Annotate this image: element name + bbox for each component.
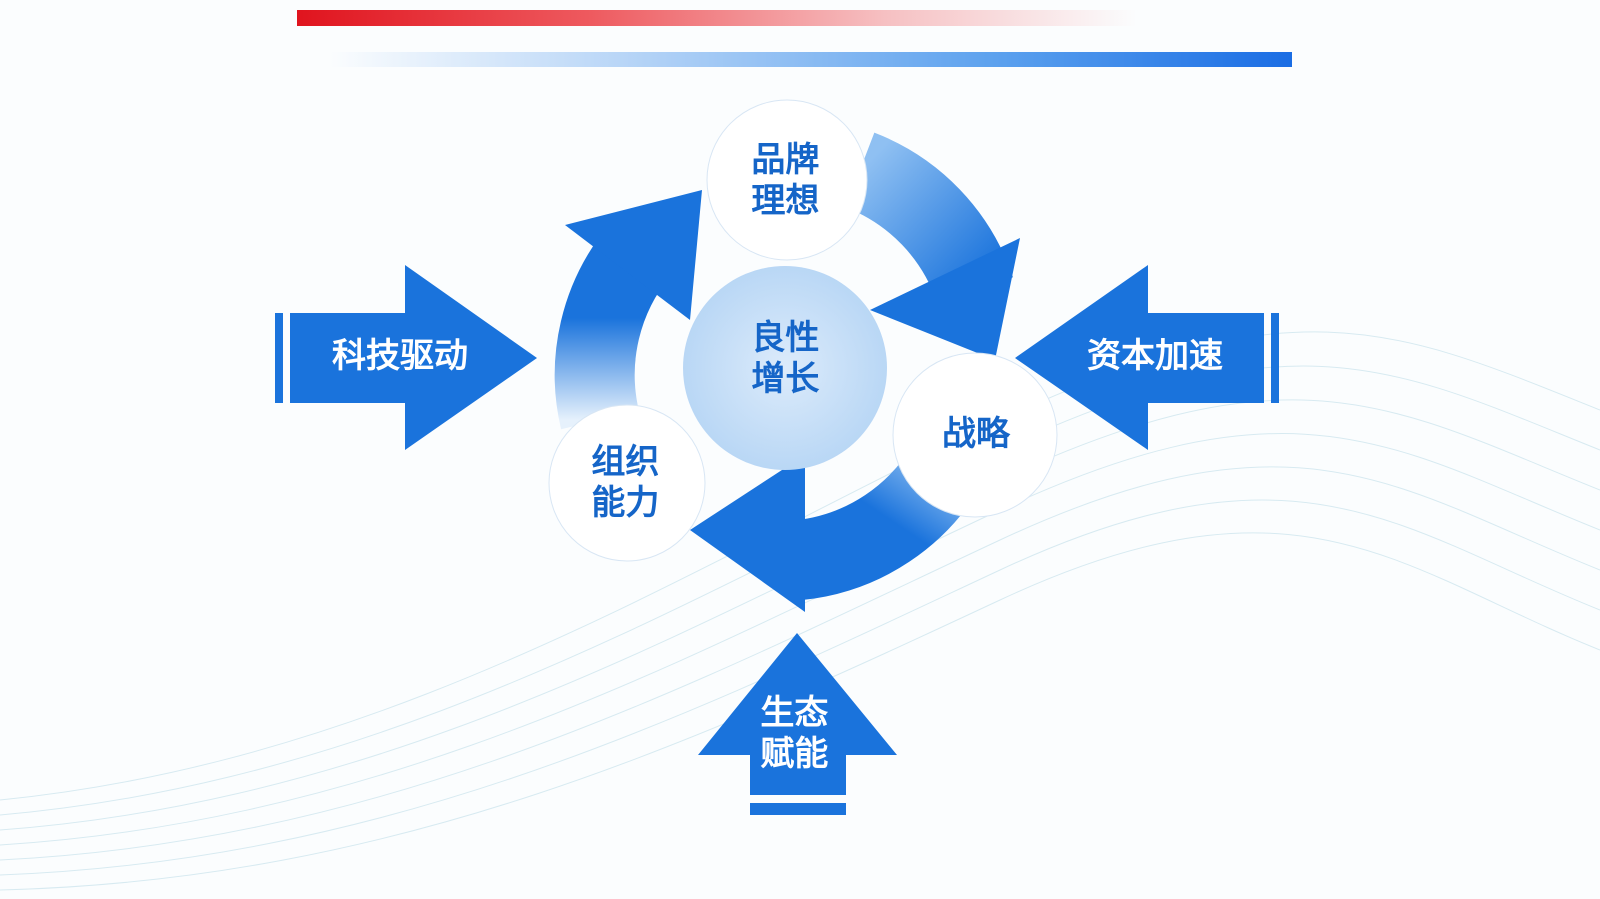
brand-circle [706, 99, 868, 261]
red-header-bar [297, 10, 1137, 26]
right-driver-arrow [1015, 265, 1279, 450]
cycle-arrow-top-right [844, 132, 1020, 360]
wave-lines [0, 331, 1600, 891]
strategy-circle [892, 352, 1058, 518]
driver-label-tech: 科技驱动 [332, 336, 468, 376]
cycle-label-strategy: 战略 [942, 414, 1010, 454]
cycle-label-org: 组织能力 [591, 442, 660, 523]
cycle-label-brand: 品牌理想 [751, 140, 820, 221]
org-circle [548, 404, 706, 562]
left-driver-arrow [275, 265, 537, 450]
driver-label-capital: 资本加速 [1087, 336, 1223, 376]
blue-header-bar [330, 52, 1292, 67]
driver-label-ecosystem: 生态赋能 [760, 693, 829, 774]
cycle-arrow-left [554, 190, 702, 430]
center-circle [683, 266, 887, 470]
center-label: 良性增长 [751, 318, 820, 399]
bottom-driver-arrow [698, 633, 897, 815]
